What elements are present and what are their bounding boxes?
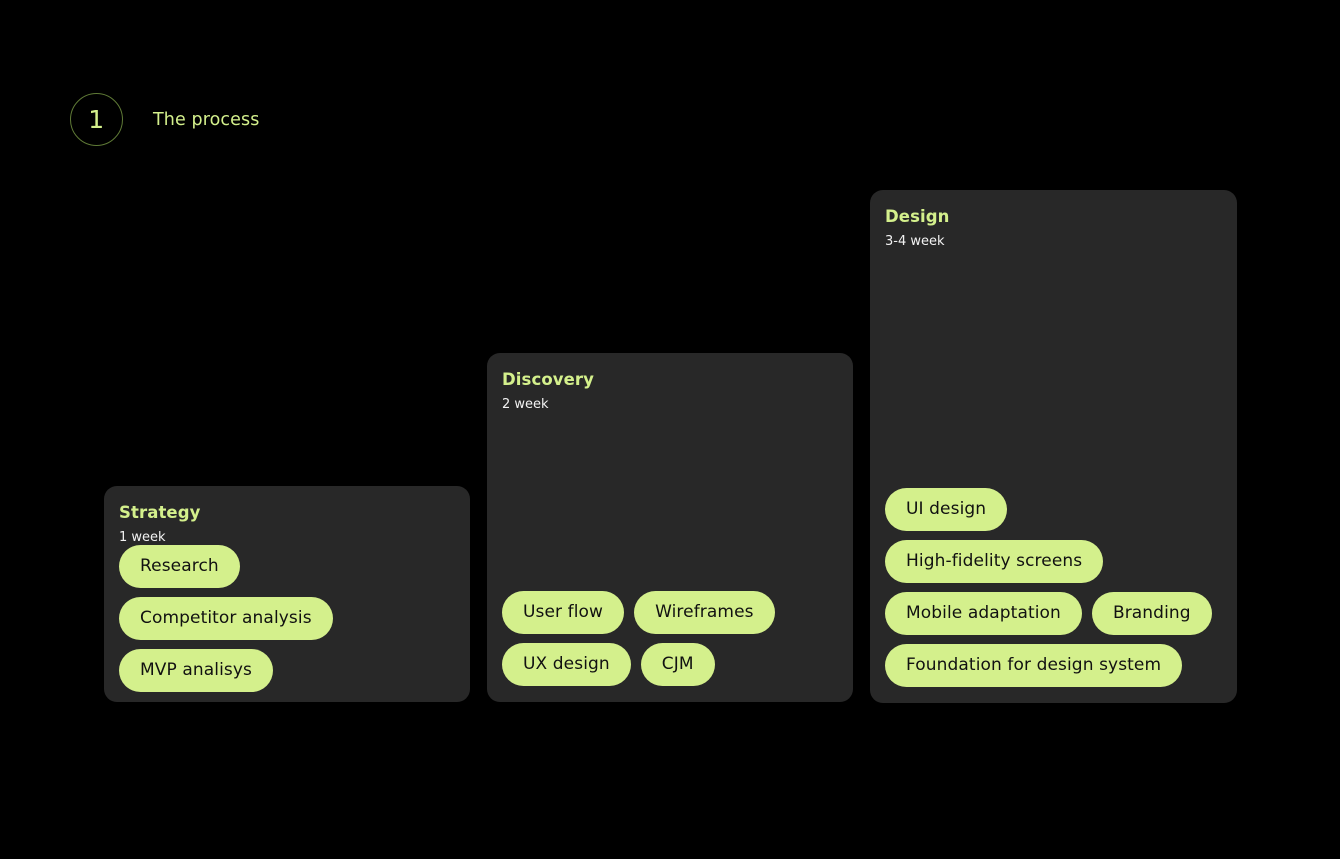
phase-duration: 3-4 week	[885, 233, 945, 249]
phase-tag-list: UI design High-fidelity screens Mobile a…	[885, 488, 1221, 687]
phase-duration: 1 week	[119, 529, 166, 545]
tag-pill[interactable]: Research	[119, 545, 240, 589]
tag-pill[interactable]: Mobile adaptation	[885, 592, 1082, 635]
phase-title: Design	[885, 207, 950, 226]
section-header: 1 The process	[70, 93, 259, 146]
phase-tag-list: Research Competitor analysis MVP analisy…	[119, 545, 454, 693]
phase-card-design[interactable]: Design 3-4 week UI design High-fidelity …	[870, 190, 1237, 703]
step-number-badge: 1	[70, 93, 123, 146]
phase-card-strategy[interactable]: Strategy 1 week Research Competitor anal…	[104, 486, 470, 702]
phase-duration: 2 week	[502, 396, 549, 412]
tag-pill[interactable]: CJM	[640, 643, 715, 686]
tag-pill[interactable]: Branding	[1091, 592, 1212, 635]
phase-tag-list: User flow Wireframes UX design CJM	[502, 591, 837, 686]
phase-title: Strategy	[119, 503, 201, 522]
tag-pill[interactable]: High-fidelity screens	[885, 540, 1104, 583]
phase-card-discovery[interactable]: Discovery 2 week User flow Wireframes UX…	[487, 353, 853, 702]
tag-pill[interactable]: UI design	[885, 488, 1008, 531]
tag-pill[interactable]: UX design	[502, 643, 631, 686]
tag-pill[interactable]: Competitor analysis	[119, 597, 333, 641]
tag-pill[interactable]: Foundation for design system	[885, 644, 1183, 687]
phase-title: Discovery	[502, 370, 595, 389]
step-number-label: 1	[88, 105, 105, 134]
tag-pill[interactable]: MVP analisys	[119, 649, 273, 693]
tag-pill[interactable]: Wireframes	[634, 591, 775, 634]
tag-pill[interactable]: User flow	[502, 591, 625, 634]
page-title: The process	[153, 109, 260, 130]
